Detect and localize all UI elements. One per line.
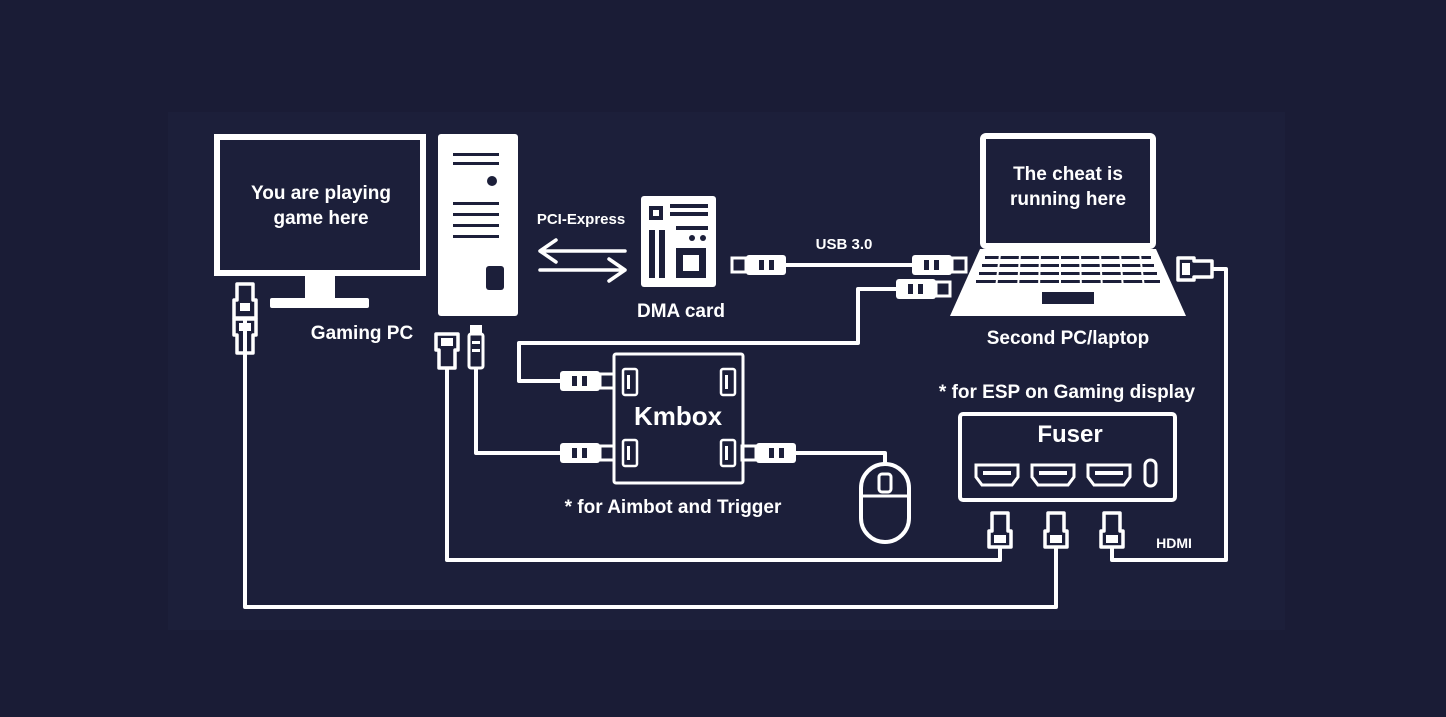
gaming-monitor [214, 134, 426, 355]
gaming-pc-label: Gaming PC [310, 323, 414, 344]
kmbox-label: Kmbox [633, 401, 723, 431]
hdmi-label: HDMI [1156, 535, 1192, 551]
laptop-text-line-1: The cheat is [1013, 164, 1123, 185]
pcie-label: PCI-Express [536, 211, 626, 228]
usb-label: USB 3.0 [815, 236, 873, 253]
double-arrow-icon [538, 238, 627, 283]
laptop-text-line-2: running here [1009, 189, 1127, 210]
gaming-monitor-text-line-1: You are playing [250, 183, 392, 204]
laptop-hdmi-plug-icon [1176, 256, 1214, 282]
cables [243, 263, 1228, 609]
circuit-board-icon [641, 196, 716, 287]
kmbox-note: * for Aimbot and Trigger [564, 497, 782, 518]
laptop-label: Second PC/laptop [986, 328, 1150, 349]
monitor-icon [214, 134, 426, 308]
gaming-monitor-text-line-2: game here [273, 208, 369, 229]
laptop-icon [950, 133, 1186, 316]
laptop-screen-text: The cheat is running here [986, 162, 1150, 212]
fuser-box-icon [958, 412, 1177, 502]
kmbox-icon [612, 352, 745, 485]
mouse-icon [859, 462, 911, 544]
fuser-note: * for ESP on Gaming display [938, 382, 1196, 403]
dma-card-label: DMA card [637, 301, 725, 322]
fuser-label: Fuser [1037, 421, 1103, 448]
pc-tower-icon [438, 134, 518, 316]
monitor-hdmi-plug-shape [232, 282, 258, 320]
pc-usb-plug-icon [467, 325, 485, 370]
gaming-monitor-screen-text: You are playing game here [221, 181, 421, 231]
